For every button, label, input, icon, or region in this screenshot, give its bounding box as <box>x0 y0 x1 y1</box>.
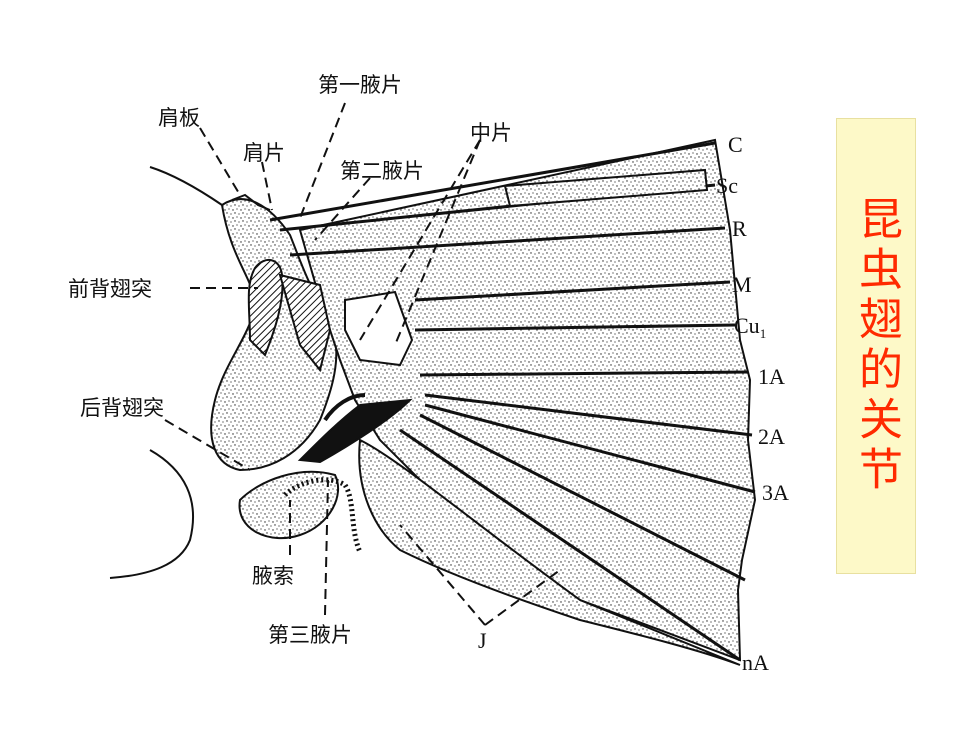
leader-jianpian <box>261 161 273 211</box>
leader-di-san-yepian <box>324 479 329 616</box>
vein-label-na: nA <box>742 650 769 675</box>
vein-radius <box>289 226 726 257</box>
vein-label-r: R <box>732 216 747 241</box>
label-di-er-yepian: 第二腋片 <box>340 159 424 183</box>
second-axillary-sclerite <box>278 273 332 373</box>
vein-anal-n <box>399 428 741 662</box>
vein-anal-2 <box>424 393 753 437</box>
third-axillary-sclerite <box>297 398 413 464</box>
vein-label-2a: 2A <box>758 424 785 449</box>
label-j: J <box>478 628 487 653</box>
vein-anal-4 <box>419 413 746 582</box>
notum-edge-line <box>149 166 223 206</box>
wing-veins <box>269 141 756 662</box>
jugal-lobe <box>358 438 741 666</box>
label-di-san-yepian: 第三腋片 <box>268 623 352 647</box>
leader-lines <box>164 102 561 626</box>
leader-di-er-yepian <box>314 177 371 241</box>
title-box: 昆虫翅的关节 <box>836 118 916 574</box>
slide-title: 昆虫翅的关节 <box>851 196 902 496</box>
axillary-cord-shape <box>283 477 363 554</box>
leader-j-1 <box>399 524 486 626</box>
pleuron-edge-line <box>109 449 195 579</box>
label-di-yi-yepian: 第一腋片 <box>318 73 402 97</box>
median-plate <box>344 290 414 367</box>
label-yesuo: 腋索 <box>252 564 294 588</box>
tegula-tuft <box>231 193 271 211</box>
vein-label-3a: 3A <box>762 480 789 505</box>
label-jianpian: 肩片 <box>243 141 285 165</box>
vein-label-cu-main: Cu <box>734 313 760 338</box>
label-qian-bei-chi-tu: 前背翅突 <box>68 277 152 301</box>
subcostal-cell <box>503 168 709 208</box>
label-zhongpian: 中片 <box>470 121 512 145</box>
leader-hou-bei-chi-tu <box>164 419 251 471</box>
pleural-lobe <box>238 470 340 540</box>
vein-label-c: C <box>728 132 743 157</box>
label-jianban: 肩板 <box>158 106 200 130</box>
vein-cubitus <box>414 323 736 332</box>
vein-label-1a: 1A <box>758 364 785 389</box>
leader-jianban <box>199 127 241 196</box>
vein-label-cu: Cu1 <box>734 313 766 341</box>
anterior-notal-process-sclerite <box>247 259 284 357</box>
vein-label-cu-subscript: 1 <box>760 326 767 341</box>
leader-zhongpian-1 <box>359 139 481 341</box>
vein-label-m: M <box>732 272 752 297</box>
vein-media <box>414 280 731 302</box>
vein-label-sc: Sc <box>716 173 738 198</box>
leader-di-yi-yepian <box>299 102 346 219</box>
vein-anal-3 <box>424 403 756 494</box>
leader-zhongpian-2 <box>394 139 481 346</box>
posterior-notal-process-sclerite <box>323 393 366 422</box>
vein-anal-1 <box>419 370 749 377</box>
label-hou-bei-chi-tu: 后背翅突 <box>80 396 164 420</box>
